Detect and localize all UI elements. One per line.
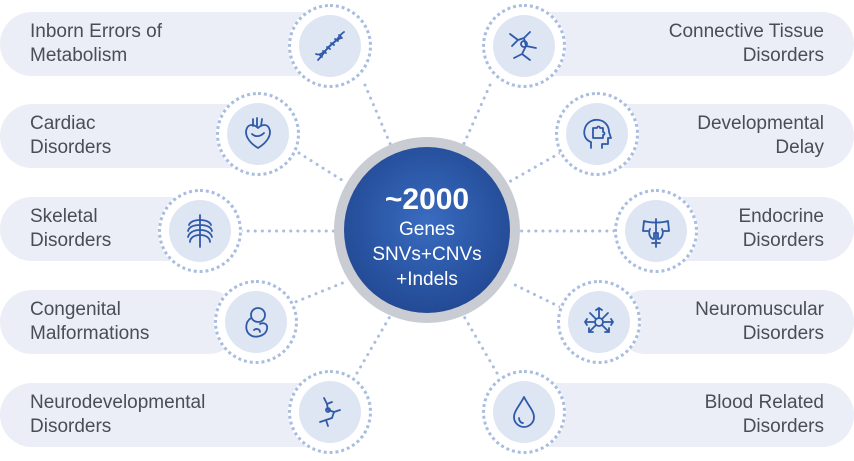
connector-neuromuscular [507,280,562,309]
category-label: Inborn Errors of Metabolism [30,21,162,66]
category-blood-related-disorders: Blood Related Disorders [519,383,854,447]
puzzle-head-icon [583,118,612,149]
category-icon-badge [555,92,639,176]
blood-drop-icon [513,396,535,428]
category-icon-badge [482,370,566,454]
category-label: Congenital Malformations [30,299,150,344]
category-congenital-malformations: Congenital Malformations [0,290,240,354]
category-label: Neurodevelopmental Disorders [30,392,206,437]
category-label: Blood Related Disorders [704,392,824,437]
connector-congenital [281,280,347,309]
connector-neurodevelopmental [355,311,394,375]
tissue-icon [509,31,537,61]
category-icon-badge [614,189,698,273]
category-icon-badge [557,280,641,364]
connector-connective [460,83,492,150]
category-icon-badge [216,92,300,176]
hub-circle: ~2000 Genes SNVs+CNVs +Indels [344,147,510,313]
fetus-icon [245,307,269,338]
category-icon-badge [482,4,566,88]
thyroid-icon [642,218,670,248]
category-connective-tissue-disorders: Connective Tissue Disorders [519,12,854,76]
category-label: Connective Tissue Disorders [668,21,824,66]
hub-ring: ~2000 Genes SNVs+CNVs +Indels [334,137,520,323]
category-inborn-errors-of-metabolism: Inborn Errors of Metabolism [0,12,335,76]
connector-developmental [507,151,562,184]
connector-cardiac [297,151,347,184]
nerve-cell-icon [583,306,615,333]
category-icon-badge [214,280,298,364]
ribcage-icon [187,214,213,248]
dna-icon [315,31,345,61]
connector-metabolism [363,83,394,150]
hub-snvs-cnvs-label: SNVs+CNVs [372,244,482,265]
hub-indels-label: +Indels [396,269,458,290]
connector-blood [460,311,499,375]
category-neuromuscular-disorders: Neuromuscular Disorders [614,290,854,354]
category-icon-badge [288,370,372,454]
category-label: Neuromuscular Disorders [695,299,824,344]
category-neurodevelopmental-disorders: Neurodevelopmental Disorders [0,383,335,447]
heart-icon [245,117,271,149]
hub-genes-label: Genes [399,219,455,240]
category-label: Developmental Delay [697,113,824,158]
hub-gene-count: ~2000 [384,183,470,216]
category-cardiac-disorders: Cardiac Disorders [0,104,260,168]
category-icon-badge [288,4,372,88]
category-label: Cardiac Disorders [30,113,112,158]
category-label: Endocrine Disorders [738,206,824,251]
category-icon-badge [158,189,242,273]
neuron-icon [319,397,341,427]
category-label: Skeletal Disorders [30,206,112,251]
